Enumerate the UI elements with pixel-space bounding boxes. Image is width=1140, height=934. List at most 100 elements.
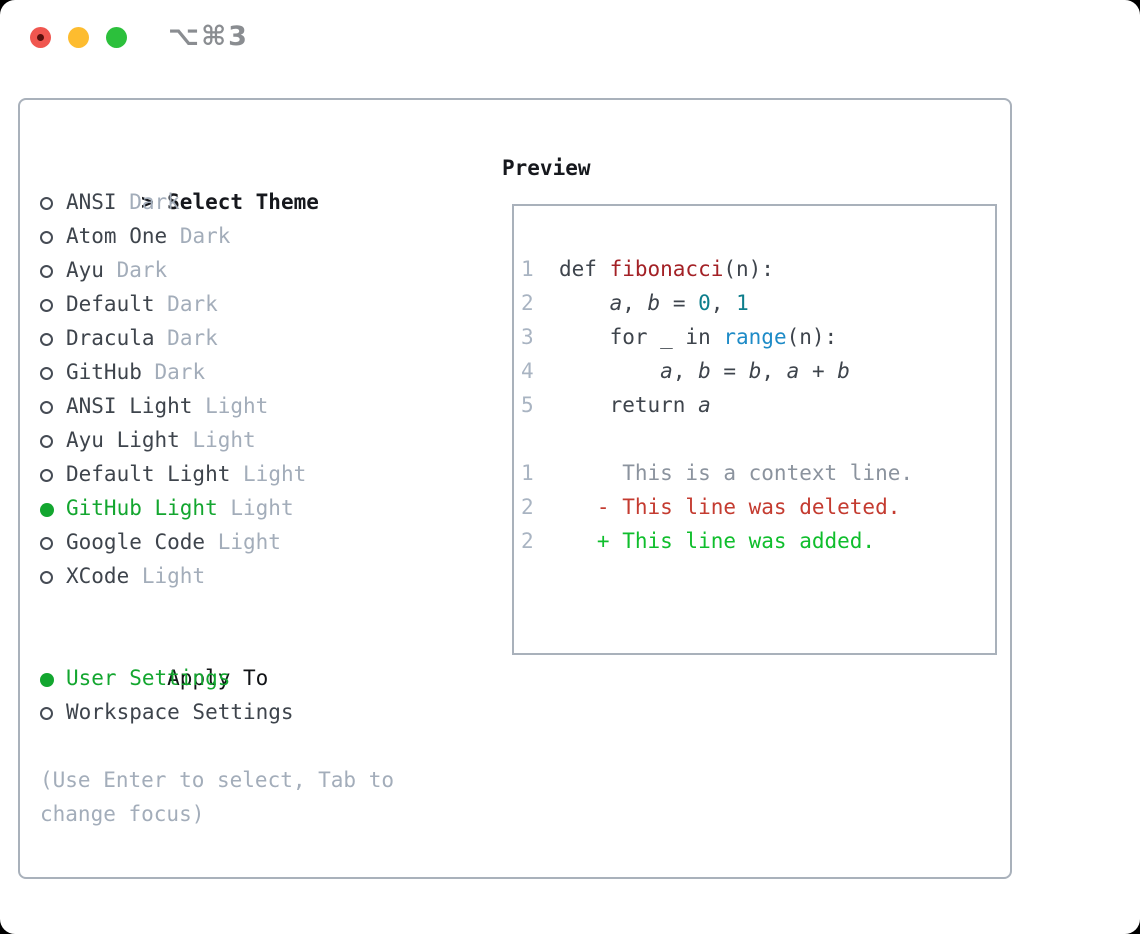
code-token: = [710,359,749,383]
select-theme-prompt: >Select Theme [40,151,438,214]
code-token: 1 [736,291,749,315]
code-token [559,291,610,315]
apply-option-label: User Settings [66,666,231,690]
theme-variant-tag: Light [243,462,307,486]
radio-icon [40,333,53,346]
code-token: b [647,291,661,315]
theme-name: Atom One [66,224,168,248]
radio-icon [40,299,53,312]
line-number: 2 [521,529,534,553]
apply-option-user-settings[interactable]: User Settings [40,661,438,695]
code-token: = [660,291,699,315]
theme-variant-tag: Light [230,496,294,520]
radio-icon [40,571,53,584]
code-token: a [609,291,623,315]
theme-name: Google Code [66,530,206,554]
code-line: 4 a, b = b, a + b [521,354,995,388]
theme-option-ayu-light[interactable]: Ayu Light Light [40,423,438,457]
code-token: a [660,359,673,383]
theme-option-default[interactable]: Default Dark [40,287,438,321]
theme-option-ayu[interactable]: Ayu Dark [40,253,438,287]
radio-icon [40,503,54,517]
code-token: for _ in [559,325,724,349]
radio-icon [40,197,53,210]
theme-variant-tag: Light [205,394,269,418]
theme-variant-tag: Dark [167,292,218,316]
minimize-button[interactable] [68,27,89,48]
theme-option-ansi-light[interactable]: ANSI Light Light [40,389,438,423]
code-token: fibonacci [609,257,724,281]
radio-icon [40,231,53,244]
code-line: 5 return a [521,388,995,422]
theme-option-ansi[interactable]: ANSI Dark [40,185,438,219]
theme-option-dracula[interactable]: Dracula Dark [40,321,438,355]
code-token: def [559,257,610,281]
theme-variant-tag: Dark [154,360,206,384]
diff-line-context: 1 This is a context line. [521,456,995,490]
diff-text: - This line was deleted. [559,495,901,519]
theme-name: Default Light [66,462,231,486]
code-token: a [786,359,800,383]
window-title: ⌥⌘3 [168,21,249,52]
close-button[interactable] [30,27,51,48]
code-token: , [761,359,787,383]
apply-option-label: Workspace Settings [66,700,294,724]
theme-option-github[interactable]: GitHub Dark [40,355,438,389]
theme-option-xcode[interactable]: XCode Light [40,559,438,593]
code-token: a [698,393,711,417]
theme-name: Dracula [66,326,155,350]
radio-icon [40,707,53,720]
code-line: 2 a, b = 0, 1 [521,286,995,320]
code-token: b [698,359,711,383]
radio-icon [40,435,53,448]
keyboard-hint: (Use Enter to select, Tab to change focu… [40,768,395,826]
line-number: 3 [521,325,534,349]
theme-name: Ayu [66,258,104,282]
line-number: 1 [521,461,534,485]
radio-icon [40,265,53,278]
line-number: 2 [521,495,534,519]
diff-line-added: 2 + This line was added. [521,524,995,558]
zoom-button[interactable] [106,27,127,48]
theme-variant-tag: Dark [116,258,168,282]
theme-variant-tag: Light [141,564,206,588]
titlebar: ⌥⌘3 [0,0,1140,70]
diff-line-deleted: 2 - This line was deleted. [521,490,995,524]
radio-icon [40,537,53,550]
theme-option-default-light[interactable]: Default Light Light [40,457,438,491]
line-number: 5 [521,393,534,417]
theme-name: Ayu Light [66,428,180,452]
theme-variant-tag: Dark [129,190,180,214]
theme-name: GitHub [66,360,142,384]
apply-option-workspace-settings[interactable]: Workspace Settings [40,695,438,729]
code-token: , [622,291,648,315]
theme-name: GitHub Light [66,496,218,520]
code-token: range [723,325,787,349]
code-token: + [799,359,838,383]
code-token [559,359,660,383]
theme-variant-tag: Light [217,530,281,554]
spacer [40,593,438,627]
line-number: 4 [521,359,534,383]
theme-variant-tag: Dark [179,224,231,248]
code-token: b [837,359,850,383]
theme-name: ANSI [66,190,117,214]
theme-option-google-code[interactable]: Google Code Light [40,525,438,559]
apply-to-heading: Apply To [40,627,438,690]
line-number: 1 [521,257,534,281]
theme-option-github-light[interactable]: GitHub Light Light [40,491,438,525]
code-token: b [748,359,762,383]
apply-to-label: Apply To [167,666,269,690]
diff-text: + This line was added. [559,529,876,553]
code-token: , [672,359,699,383]
code-line: 3 for _ in range(n): [521,320,995,354]
theme-option-atom-one[interactable]: Atom One Dark [40,219,438,253]
preview-label: Preview [502,156,591,180]
